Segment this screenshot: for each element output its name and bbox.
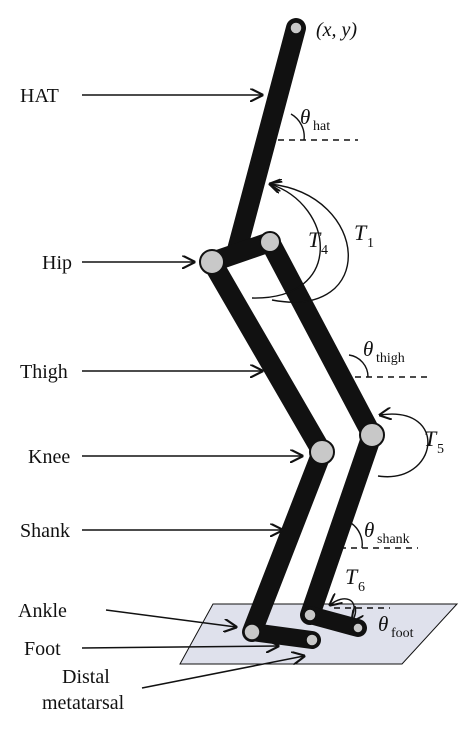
distal-metatarsal-arrow — [141, 656, 304, 689]
theta-shank-sub: shank — [377, 532, 410, 547]
foot-arrow — [81, 646, 278, 648]
t5-arc — [378, 414, 429, 478]
t1-sub: 1 — [367, 236, 374, 251]
hip-joint — [199, 249, 225, 275]
t4-symbol: T — [308, 227, 322, 252]
ankle-joint — [243, 623, 261, 641]
front-thigh-segment — [202, 252, 332, 462]
t6-sub: 6 — [358, 580, 365, 595]
segments — [202, 18, 382, 649]
front-foot-segment — [243, 623, 321, 649]
t4-arc — [251, 184, 321, 299]
angle-arcs — [251, 113, 429, 621]
xy-label: (x, y) — [316, 19, 357, 41]
back-hip-joint — [259, 231, 281, 253]
back-knee-joint — [359, 422, 385, 448]
joints — [199, 21, 385, 647]
back-shank-segment — [300, 425, 382, 625]
metatarsal-label: metatarsal — [42, 692, 125, 714]
thigh-label: Thigh — [20, 361, 68, 383]
theta-foot-arc — [352, 605, 356, 621]
back-toe-joint — [352, 622, 364, 634]
math-annotations: (x, y) θ hat θ thigh θ shank θ foot T 1 … — [300, 19, 444, 641]
back-ankle-joint — [303, 608, 317, 622]
t4-sub: 4 — [321, 243, 328, 258]
t5-sub: 5 — [437, 442, 444, 457]
theta-thigh-arc — [348, 354, 369, 378]
ankle-arrow — [105, 609, 236, 627]
label-arrows — [81, 95, 304, 689]
theta-shank-symbol: θ — [364, 518, 374, 542]
theta-thigh-sub: thigh — [376, 351, 405, 366]
reference-lines — [278, 139, 430, 609]
distal-metatarsal-joint — [305, 633, 319, 647]
hat-label: HAT — [20, 85, 59, 107]
knee-joint — [309, 439, 335, 465]
hip-label: Hip — [42, 252, 72, 274]
head-joint — [289, 21, 303, 35]
theta-foot-sub: foot — [391, 626, 414, 641]
t6-arc — [330, 599, 355, 614]
theta-shank-arc — [350, 522, 363, 549]
foot-label: Foot — [24, 638, 61, 660]
shank-label: Shank — [20, 520, 70, 542]
back-thigh-segment — [260, 232, 382, 445]
theta-hat-sub: hat — [313, 119, 330, 134]
t6-symbol: T — [345, 564, 359, 589]
t5-symbol: T — [424, 426, 438, 451]
front-shank-segment — [242, 442, 332, 642]
theta-foot-symbol: θ — [378, 612, 388, 636]
distal-label: Distal — [62, 666, 110, 688]
t1-arc — [270, 184, 349, 303]
t1-symbol: T — [354, 220, 368, 245]
theta-thigh-symbol: θ — [363, 337, 373, 361]
theta-hat-symbol: θ — [300, 105, 310, 129]
ankle-label: Ankle — [18, 600, 67, 622]
segment-labels: HAT Hip Thigh Knee Shank Ankle Foot Dist… — [18, 85, 125, 714]
hat-segment — [227, 18, 306, 260]
back-foot-segment — [301, 606, 367, 637]
knee-label: Knee — [28, 446, 70, 468]
theta-hat-arc — [290, 113, 305, 141]
